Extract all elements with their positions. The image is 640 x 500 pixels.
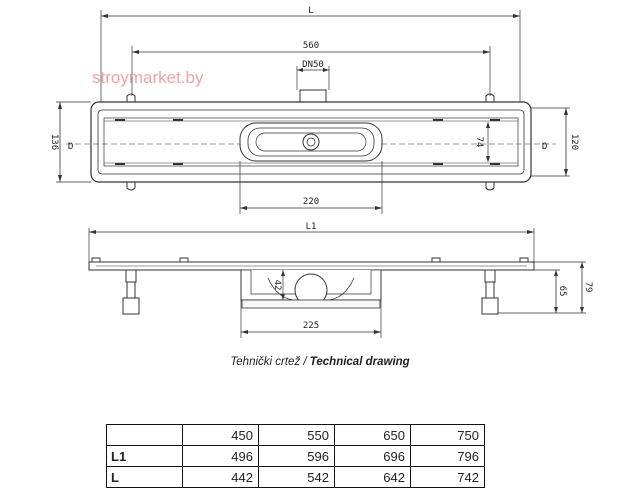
table-corner-cell (106, 424, 183, 446)
watermark-text: stroymarket.by (92, 68, 204, 87)
section-marker-left: Ɒ (68, 142, 73, 152)
row-label-L: L (106, 466, 183, 488)
dimension-label-dn50: DN50 (302, 60, 324, 70)
table-cell: 796 (410, 445, 485, 467)
table-cell: 496 (182, 445, 259, 467)
table-cell: 596 (258, 445, 335, 467)
table-cell: 742 (410, 466, 485, 488)
caption-local: Tehnički crtež / (230, 356, 310, 368)
table-header-cell: 450 (182, 424, 259, 446)
table-cell: 696 (334, 445, 411, 467)
table-header-cell: 550 (258, 424, 335, 446)
table-header-cell: 650 (334, 424, 411, 446)
dimension-label-L: L (308, 6, 313, 16)
dimension-label-220: 220 (303, 197, 319, 207)
table-cell: 642 (334, 466, 411, 488)
dimension-label-560: 560 (303, 41, 319, 51)
table-cell: 442 (182, 466, 259, 488)
dimension-label-120: 120 (569, 134, 579, 150)
table-row: L1 496 596 696 796 (106, 445, 485, 467)
dimension-label-74: 74 (474, 137, 484, 148)
dimension-label-79: 79 (583, 282, 593, 293)
table-header-row: 450 550 650 750 (106, 424, 485, 446)
dimension-label-L1: L1 (306, 222, 317, 232)
technical-drawing: Ɒ Ɒ stroymarket.by L 560 DN50 136 74 120… (49, 6, 593, 338)
table-header-cell: 750 (410, 424, 485, 446)
dimension-label-42: 42 (272, 280, 282, 291)
dimension-label-136: 136 (49, 134, 59, 150)
caption-english: Technical drawing (309, 356, 410, 368)
dimension-label-225: 225 (303, 321, 319, 331)
drawing-caption: Tehnički crtež / Technical drawing (0, 356, 640, 368)
row-label-L1: L1 (106, 445, 183, 467)
table-cell: 542 (258, 466, 335, 488)
dimension-label-65: 65 (557, 286, 567, 297)
dimensions-table: 450 550 650 750 L1 496 596 696 796 L 442… (106, 424, 485, 488)
section-marker-right: Ɒ (542, 142, 547, 152)
table-row: L 442 542 642 742 (106, 466, 485, 488)
